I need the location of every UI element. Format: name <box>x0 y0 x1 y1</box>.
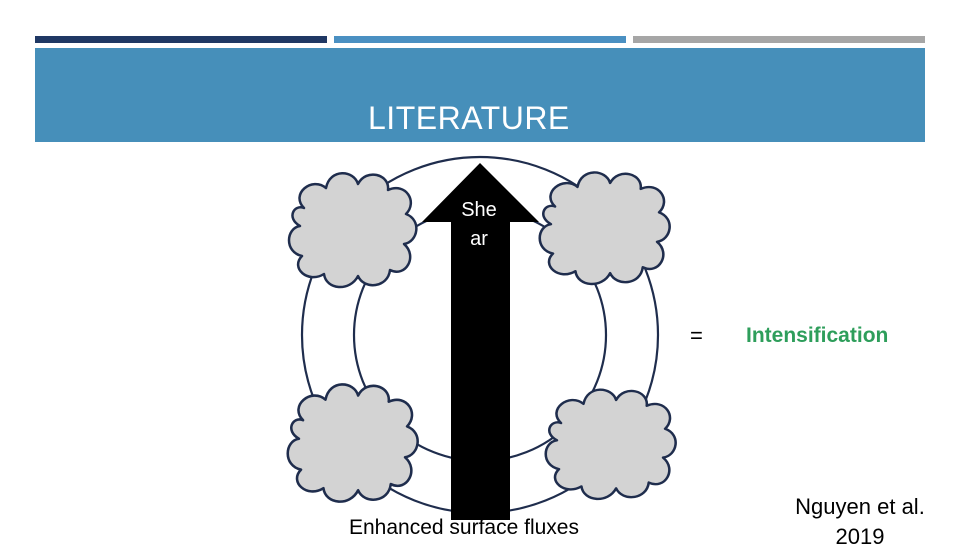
equals-sign: = <box>690 323 703 348</box>
citation: Nguyen et al. 2019 <box>770 492 950 552</box>
page-title: LITERATURE <box>368 100 570 136</box>
shear-arrow-label-line-2: ar <box>470 228 488 250</box>
intensification-label: Intensification <box>746 324 889 347</box>
shear-arrow-label-line-1: She <box>461 199 497 221</box>
cloud-bottom-left <box>286 383 419 503</box>
citation-line-2: 2019 <box>835 524 885 549</box>
title-banner <box>35 48 925 142</box>
surface-fluxes-label: Enhanced surface fluxes <box>349 516 579 539</box>
cloud-top-left <box>287 171 418 289</box>
top-accent-bar-blue <box>334 36 626 43</box>
top-accent-bar-dark <box>35 36 327 43</box>
shear-ring-diagram <box>286 155 677 520</box>
top-accent-bar-gray <box>633 36 925 43</box>
shear-arrow <box>422 163 539 520</box>
cloud-top-right <box>538 171 671 286</box>
citation-line-1: Nguyen et al. <box>795 494 925 519</box>
shear-arrow-label: She ar <box>449 196 509 254</box>
cloud-bottom-right <box>544 388 677 501</box>
